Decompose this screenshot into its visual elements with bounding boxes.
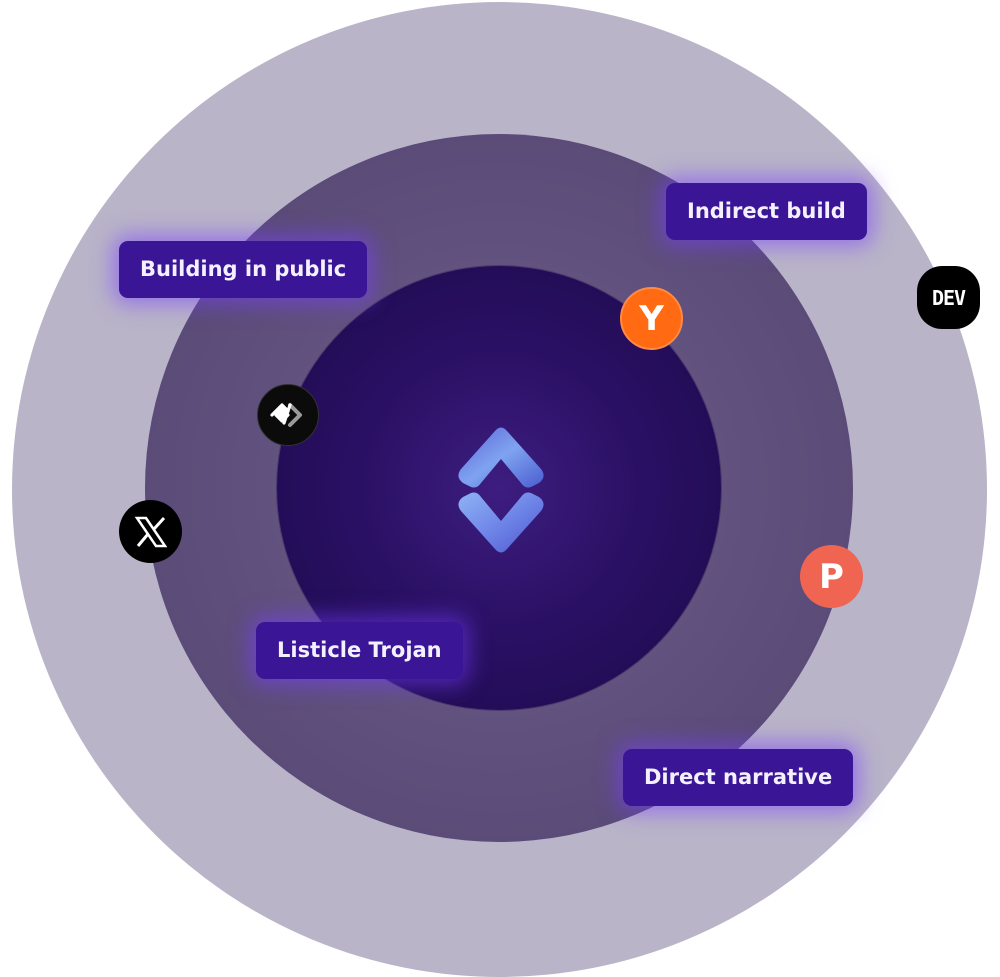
label-direct-narrative: Direct narrative <box>623 749 854 806</box>
label-indirect-build: Indirect build <box>666 183 867 240</box>
y-combinator-glyph: Y <box>639 298 664 339</box>
dev-to-icon: DEV <box>917 266 980 329</box>
dev-to-glyph: DEV <box>931 285 966 310</box>
daily-dev-glyph <box>270 403 302 427</box>
y-combinator-icon: Y <box>620 287 683 350</box>
daily-dev-icon <box>257 384 319 446</box>
x-twitter-icon <box>119 500 182 563</box>
label-listicle-trojan: Listicle Trojan <box>256 622 463 679</box>
product-hunt-icon: P <box>800 545 863 608</box>
label-building-in-public: Building in public <box>119 241 368 298</box>
center-logo-icon <box>458 427 544 553</box>
x-logo-glyph <box>134 516 167 547</box>
product-hunt-glyph: P <box>819 556 844 597</box>
